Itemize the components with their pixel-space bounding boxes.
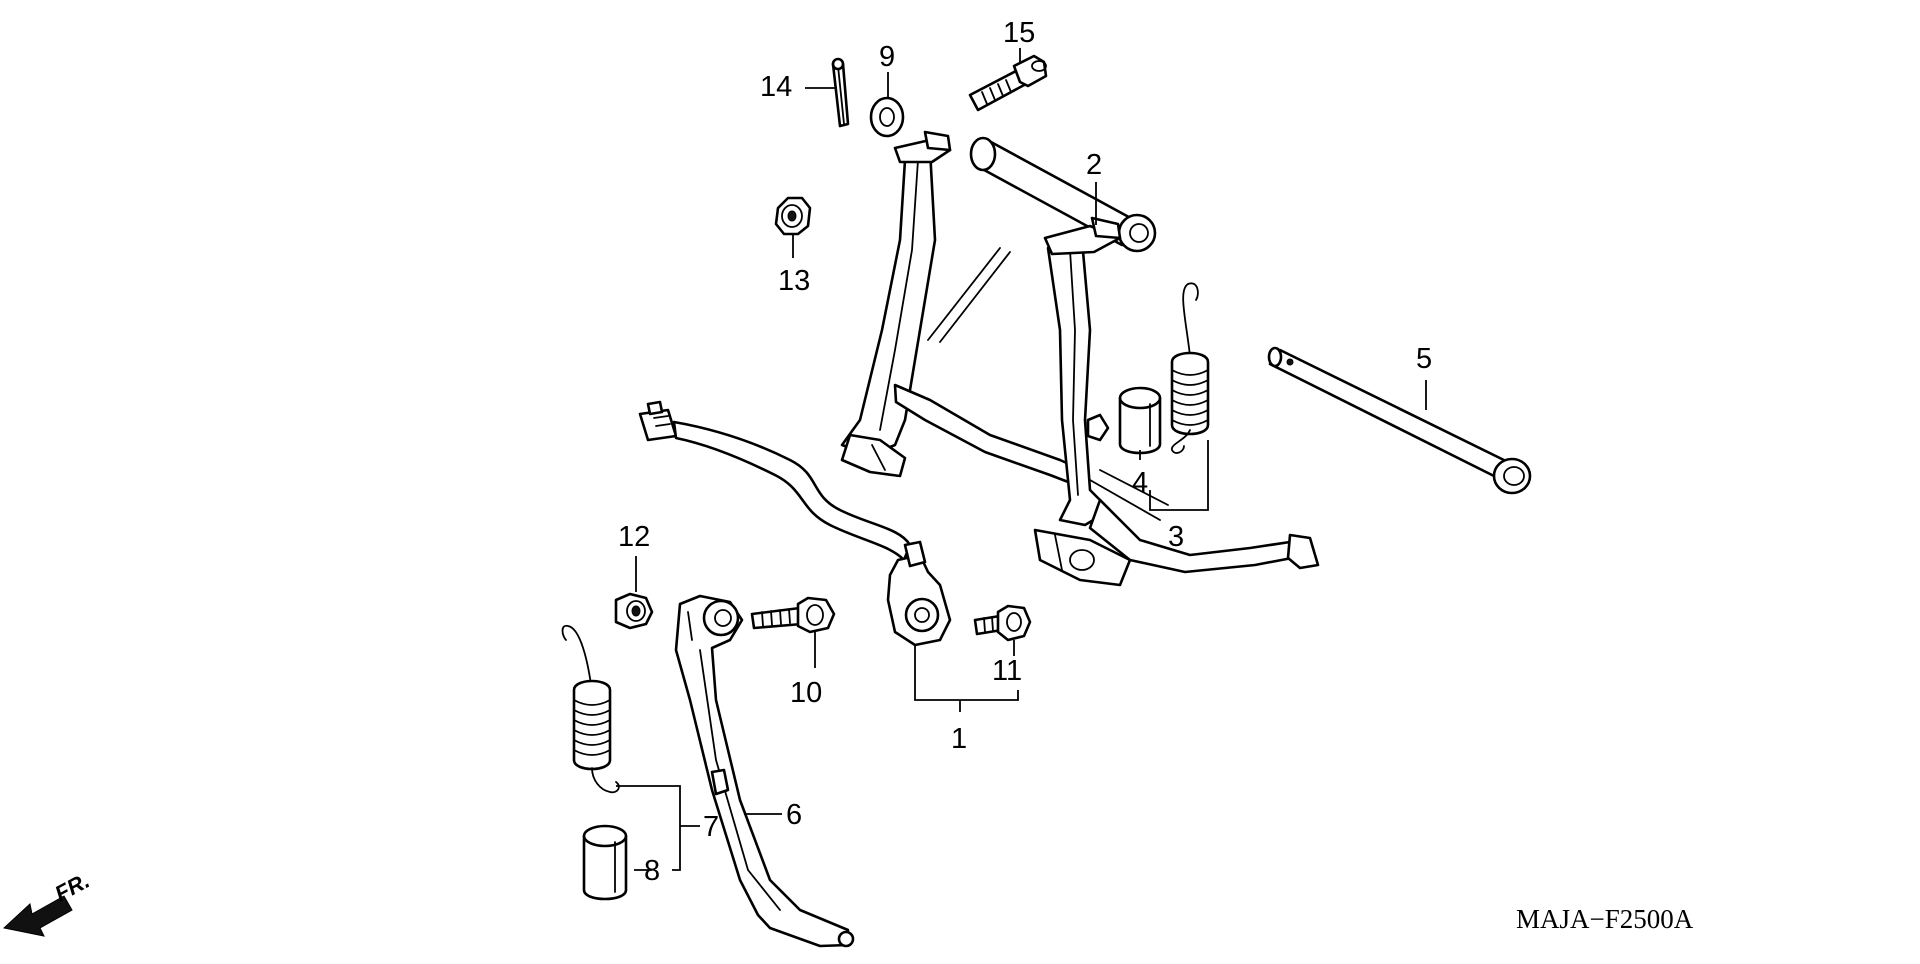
diagram-code: MAJA−F2500A — [1516, 904, 1694, 934]
part-6-side-stand — [674, 594, 855, 948]
part-4-collar — [1118, 386, 1162, 455]
callout-12: 12 — [618, 521, 650, 553]
part-1-side-stand-switch — [638, 400, 952, 647]
callout-8: 8 — [644, 855, 660, 887]
callout-10: 10 — [790, 677, 822, 709]
part-13-nut — [774, 196, 812, 236]
callout-14: 14 — [760, 71, 792, 103]
part-10-bolt — [750, 596, 836, 634]
callout-13: 13 — [778, 265, 810, 297]
part-5-pivot-pin — [1267, 346, 1532, 495]
leader-lines — [616, 48, 1427, 871]
part-14-cotter-pin — [831, 57, 850, 128]
callout-5: 5 — [1416, 343, 1432, 375]
leader-1 — [914, 646, 1019, 712]
part-12-collar — [614, 592, 654, 630]
part-11-bolt — [973, 604, 1032, 642]
callout-2: 2 — [1086, 149, 1102, 181]
part-2-main-stand — [840, 130, 1320, 587]
part-3-spring — [1170, 282, 1210, 454]
part-8-collar — [582, 824, 628, 901]
front-direction-arrow: FR. — [2, 868, 94, 937]
part-9-washer — [869, 96, 905, 138]
leader-3 — [1149, 440, 1209, 511]
callout-numbers: 14 9 15 13 2 5 4 3 12 10 11 1 6 7 8 — [618, 17, 1432, 887]
callout-1: 1 — [951, 723, 967, 755]
callout-11: 11 — [992, 655, 1022, 687]
callout-4: 4 — [1132, 467, 1148, 499]
callout-15: 15 — [1003, 17, 1035, 49]
part-7-spring — [561, 624, 620, 794]
callout-9: 9 — [879, 41, 895, 73]
callout-7: 7 — [703, 811, 719, 843]
leader-7 — [616, 785, 700, 871]
arrow-left-icon — [2, 895, 73, 937]
part-15-bolt — [968, 54, 1048, 112]
callout-3: 3 — [1168, 521, 1184, 553]
callout-6: 6 — [786, 799, 802, 831]
